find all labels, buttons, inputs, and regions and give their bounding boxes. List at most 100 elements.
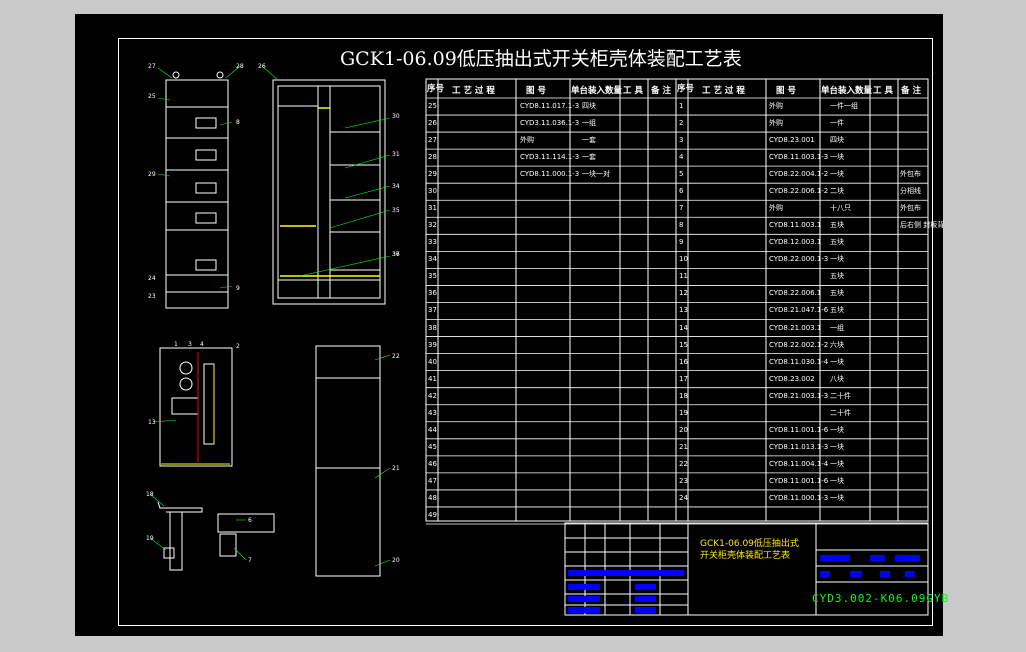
cabinet-rear-view (315, 345, 381, 577)
table-cell-qty: 四块 (830, 136, 844, 145)
title-block-line1: GCK1-06.09低压抽出式 (700, 539, 799, 549)
table-cell-qty: 一套 (582, 136, 596, 145)
table-cell-drawing: 外购 (520, 136, 534, 145)
cabinet-side-view (159, 347, 233, 467)
header-process-right: 工 艺 过 程 (702, 86, 745, 96)
table-cell-qty: 二十件 (830, 408, 851, 417)
table-cell-drawing: CYD8.22.006.1-2 (769, 187, 829, 196)
header-seq-left: 序号 (427, 84, 445, 94)
leader-lines (149, 65, 391, 567)
drawing-code: CYD3.002-K06.09GYB (812, 592, 950, 605)
table-cell-no: 7 (679, 204, 684, 213)
table-cell-qty: 五块 (830, 289, 844, 298)
table-cell-no: 21 (679, 442, 688, 451)
title-block-blue-cells (568, 555, 920, 613)
part-label: 18 (146, 491, 154, 498)
table-cell-drawing: CYD8.11.017.1-3 (520, 102, 580, 110)
table-cell-drawing: CYD8.11.013.1-3 (769, 442, 829, 451)
process-table-rows (426, 97, 928, 525)
table-cell-remark: 外包布 (900, 170, 921, 179)
table-cell-qty: 一块 (830, 459, 844, 468)
table-cell-no: 38 (428, 323, 437, 332)
table-cell-drawing: CYD8.12.003.1 (769, 238, 822, 247)
table-cell-no: 40 (428, 357, 437, 366)
part-label: 9 (236, 285, 240, 292)
table-cell-qty: 二十件 (830, 391, 851, 400)
cabinet-front-view (165, 71, 229, 309)
table-cell-no: 46 (428, 459, 437, 468)
header-tool-left: 工 具 (623, 86, 643, 96)
part-label: 28 (236, 63, 244, 70)
part-label: 27 (148, 63, 156, 70)
table-cell-drawing: CYD8.23.001 (769, 136, 815, 145)
table-cell-no: 35 (428, 272, 437, 281)
table-cell-no: 24 (679, 493, 688, 502)
part-label: 22 (392, 353, 400, 360)
table-cell-qty: 六块 (830, 340, 844, 349)
table-cell-drawing: CYD8.11.030.1-4 (769, 357, 829, 366)
table-cell-qty: 一块 (830, 255, 844, 264)
frame-highlights (280, 107, 380, 277)
table-cell-no: 43 (428, 408, 437, 417)
table-cell-no: 26 (428, 119, 437, 128)
header-remark-right: 备 注 (901, 86, 921, 96)
table-cell-drawing: CYD8.21.047.1-6 (769, 306, 829, 315)
part-label: 7 (248, 557, 252, 564)
table-cell-no: 8 (679, 221, 684, 230)
table-cell-qty: 五块 (830, 221, 844, 230)
table-cell-no: 15 (679, 340, 688, 349)
table-cell-no: 3 (679, 136, 684, 145)
header-process-left: 工 艺 过 程 (452, 86, 495, 96)
drawing-frame (118, 38, 933, 626)
table-cell-no: 34 (428, 255, 437, 264)
table-cell-drawing: CYD8.11.004.1-4 (769, 459, 829, 468)
header-drawing-left: 图 号 (526, 86, 546, 96)
table-cell-no: 1 (679, 102, 684, 110)
part-label: 37 (392, 251, 400, 258)
table-cell-drawing: 外购 (769, 119, 783, 128)
table-cell-no: 29 (428, 170, 437, 179)
table-cell-no: 39 (428, 340, 437, 349)
table-cell-drawing: CYD3.11.036.1-3 (520, 119, 580, 128)
table-cell-no: 12 (679, 289, 688, 298)
table-cell-qty: 一件一组 (830, 102, 858, 110)
part-label: 3 (188, 341, 192, 348)
detail-views (157, 501, 275, 571)
cabinet-frame-view (272, 79, 386, 305)
header-qty-right: 单台装入数量 (821, 86, 873, 96)
drawing-title: GCK1-06.09低压抽出式开关柜壳体装配工艺表 (340, 48, 742, 70)
header-remark-left: 备 注 (651, 86, 671, 96)
table-cell-no: 14 (679, 323, 688, 332)
table-cell-no: 31 (428, 204, 437, 213)
table-cell-qty: 一件 (830, 119, 844, 128)
table-cell-drawing: CYD8.11.003.1-3 (769, 153, 829, 162)
table-cell-no: 30 (428, 187, 437, 196)
part-label: 4 (200, 341, 204, 348)
part-label: 2 (236, 343, 240, 350)
table-cell-no: 23 (679, 476, 688, 485)
part-label: 29 (148, 171, 156, 178)
table-cell-drawing: CYD8.22.004.1-2 (769, 170, 829, 179)
side-view-hatch (161, 364, 230, 465)
table-cell-qty: 一块 (830, 153, 844, 162)
table-cell-qty: 一组 (582, 119, 596, 128)
table-cell-qty: 一块 (830, 476, 844, 485)
table-cell-drawing: CYD8.11.000.1-3 (769, 493, 829, 502)
table-cell-no: 2 (679, 119, 684, 128)
table-cell-no: 32 (428, 221, 437, 230)
table-cell-no: 10 (679, 255, 688, 264)
table-cell-no: 47 (428, 476, 437, 485)
table-cell-drawing: CYD8.11.003.1 (769, 221, 822, 230)
title-block-name: GCK1-06.09低压抽出式 开关柜壳体装配工艺表 (700, 538, 799, 562)
table-cell-no: 48 (428, 493, 437, 502)
part-label: 21 (392, 465, 400, 472)
part-label: 8 (236, 119, 240, 126)
table-cell-qty: 十八只 (830, 204, 851, 213)
table-cell-remark: 分相线 (900, 187, 921, 196)
table-cell-qty: 五块 (830, 272, 844, 281)
table-cell-no: 36 (428, 289, 437, 298)
header-qty-left: 单台装入数量 (571, 86, 623, 96)
part-label: 30 (392, 113, 400, 120)
table-cell-drawing: CYD8.23.002 (769, 374, 815, 383)
